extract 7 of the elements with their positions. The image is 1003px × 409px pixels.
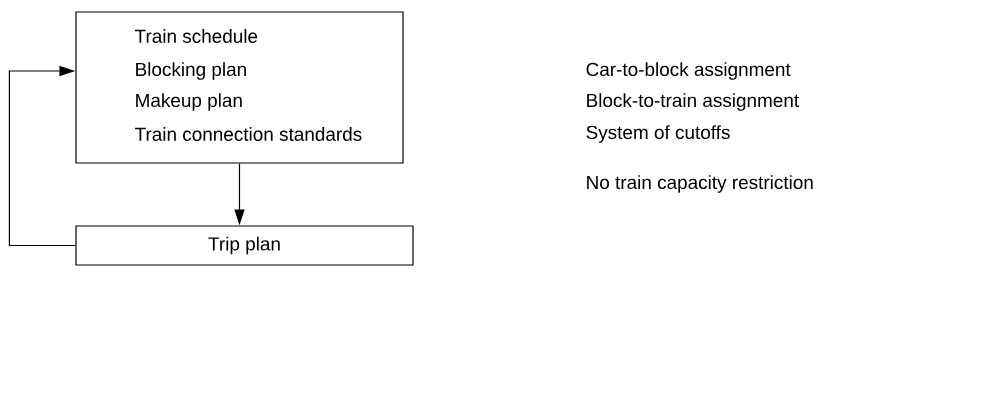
process-box: Trip plan: [75, 225, 414, 266]
arrow: [8, 65, 76, 247]
note-text: System of cutoffs: [586, 125, 730, 143]
note-text: No train capacity restriction: [587, 175, 813, 193]
process-box: Train schedule Blocking plan Makeup plan Train connection standards: [75, 11, 404, 164]
note-text: Car-to-block assignment: [586, 62, 791, 80]
note-text: Block-to-train assignment: [587, 93, 799, 111]
